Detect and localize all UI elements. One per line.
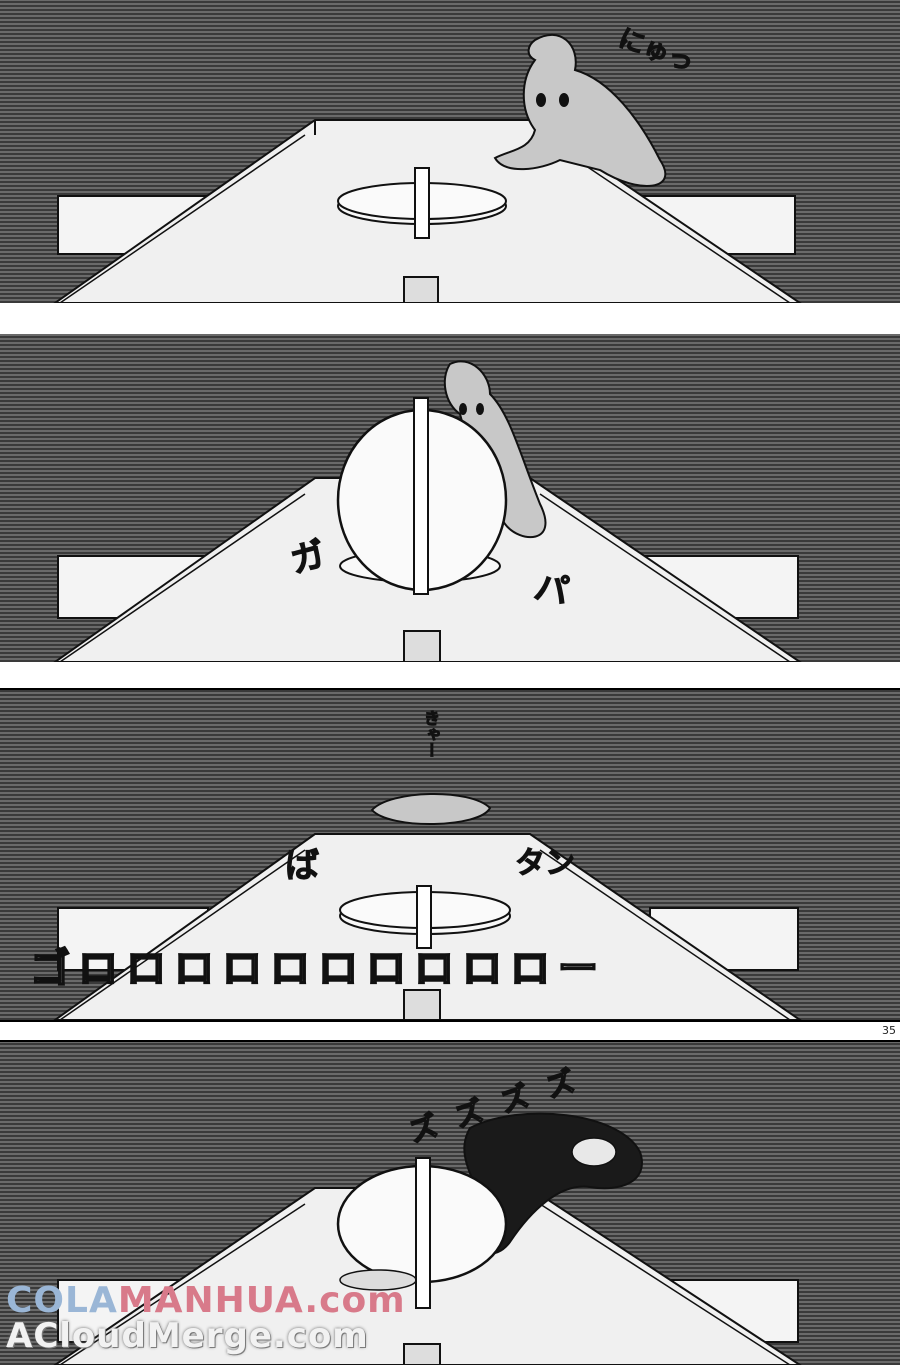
manga-panel-1: にゅっ bbox=[0, 0, 900, 303]
sfx-ba: ば bbox=[285, 846, 320, 887]
panel-1-art bbox=[53, 33, 802, 303]
manga-panel-4: ズズズズ bbox=[0, 1040, 900, 1365]
sfx-tan: タン bbox=[515, 846, 576, 882]
watermark-line-1: COLAMANHUA.com bbox=[6, 1280, 406, 1321]
watermark-manhua: MANHUA.com bbox=[117, 1280, 406, 1321]
panel-3-art bbox=[53, 793, 802, 1020]
sfx-kya: きゃー bbox=[421, 710, 441, 759]
manga-panel-2: ガ パ bbox=[0, 334, 900, 662]
panel-2-art bbox=[53, 360, 802, 662]
panel-4-art bbox=[53, 1112, 802, 1365]
sfx-goro: ゴロロロロロロロロロロー bbox=[29, 945, 606, 993]
manga-panel-3: きゃー ば タン ゴロロロロロロロロロロー bbox=[0, 688, 900, 1022]
page-number: 35 bbox=[882, 1024, 896, 1037]
watermark-line-2: ACloudMerge.com bbox=[6, 1316, 369, 1356]
watermark-cola: COLA bbox=[6, 1280, 118, 1321]
